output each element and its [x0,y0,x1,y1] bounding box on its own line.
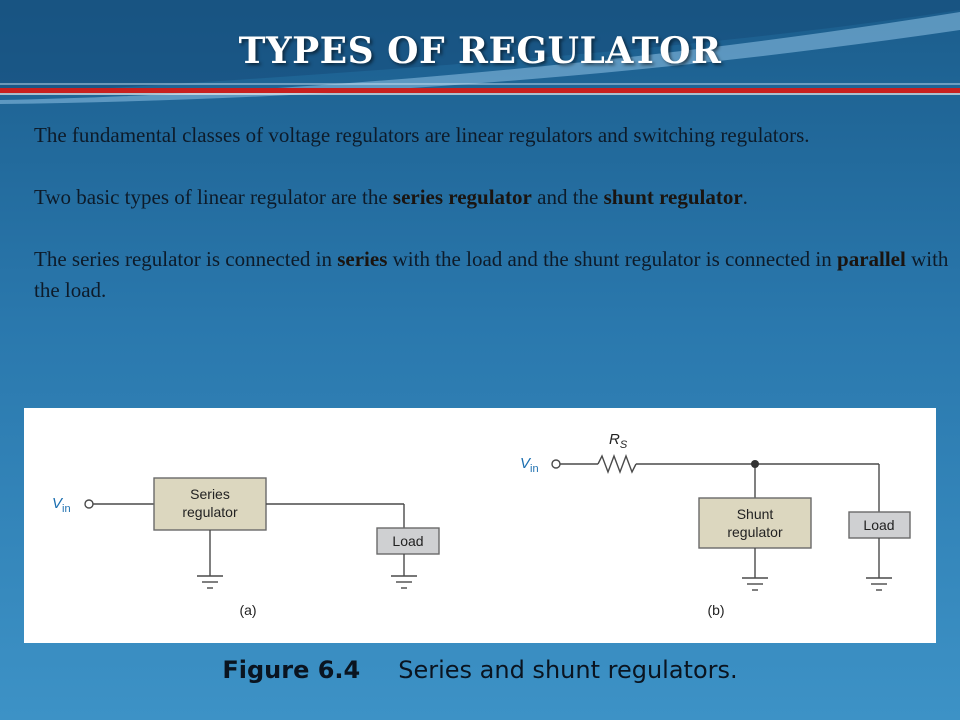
shunt-regulator-label-2: regulator [727,524,783,540]
shunt-regulator-label-1: Shunt [737,506,774,522]
paragraph-text: with the load. [34,247,949,302]
figure-6-4: Vin Series regulator Load (a) Vin RS Shu… [24,408,936,643]
paragraph-text: . [742,185,748,209]
figure-caption: Figure 6.4 Series and shunt regulators. [0,656,960,684]
ground-symbol-a1 [197,575,223,589]
bold-term: shunt regulator [603,185,743,209]
vin-label-b: Vin [520,455,539,475]
header-decoration [0,0,960,104]
paragraph-text: The fundamental classes of voltage regul… [34,123,810,147]
load-box-b [848,511,911,539]
circuit-b [551,454,911,578]
paragraph-text: with the load and the shunt regulator is… [387,247,838,271]
resistor-rs [597,454,637,474]
ground-symbol-b1 [742,577,768,591]
paragraph-text: Two basic types of linear regulator are … [34,185,393,209]
vin-terminal-b [551,459,561,469]
paragraph-text: and the [531,185,604,209]
regulator-circuits-diagram: Vin Series regulator Load (a) Vin RS Shu… [52,431,911,618]
paragraph-text: The series regulator is connected in [34,247,338,271]
bold-term: parallel [837,247,906,271]
load-label-a: Load [392,533,423,549]
paragraph-2: Two basic types of linear regulator are … [34,182,954,213]
series-regulator-label-1: Series [190,486,230,502]
slide-title: TYPES OF REGULATOR [238,30,722,72]
paragraph-3: The series regulator is connected in ser… [34,244,954,306]
body-text: The fundamental classes of voltage regul… [34,120,954,337]
vin-terminal-a [84,499,94,509]
shunt-regulator-box [698,497,812,549]
paragraph-1: The fundamental classes of voltage regul… [34,120,954,151]
figure-caption-text: Series and shunt regulators. [398,656,738,684]
ground-symbol-a2 [391,575,417,589]
circuit-b-label: (b) [707,602,724,618]
ground-symbol-b2 [866,577,892,591]
circuit-a [84,477,440,576]
bold-term: series [337,247,388,271]
bold-term: series regulator [392,185,532,209]
resistor-rs-label: RS [609,431,628,451]
junction-dot [751,460,759,468]
figure-number: Figure 6.4 [222,656,361,684]
series-regulator-label-2: regulator [182,504,238,520]
load-box-a [376,527,440,555]
circuit-a-label: (a) [239,602,256,618]
load-label-b: Load [863,517,894,533]
title-underline [0,88,960,93]
vin-label-a: Vin [52,495,71,515]
